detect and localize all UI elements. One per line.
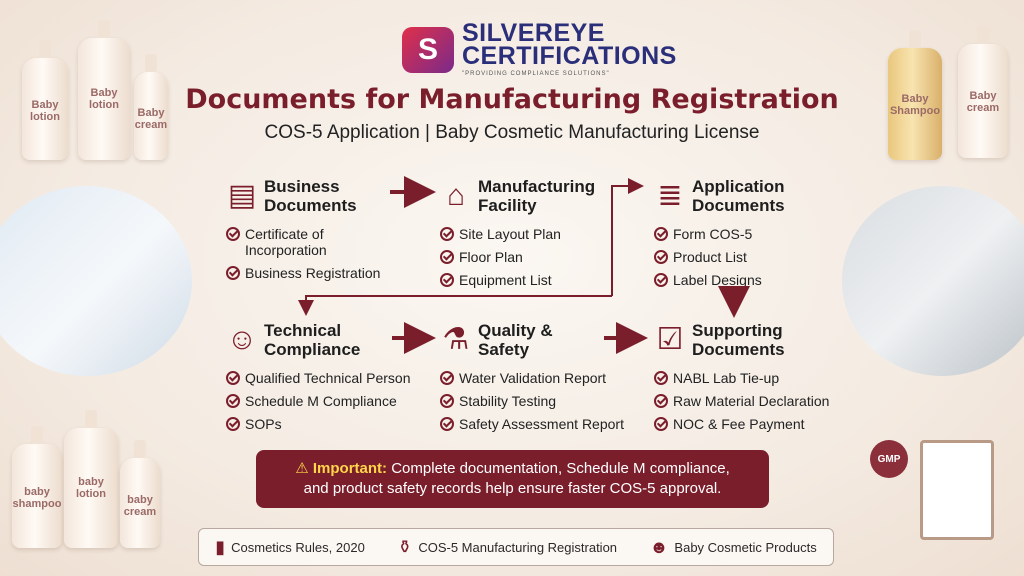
list-item: Product List [654, 249, 854, 265]
lab-scientist-image [0, 186, 192, 376]
check-icon [440, 250, 454, 264]
certificate-icon: ▤ [227, 179, 257, 212]
check-icon [226, 417, 240, 431]
warning-icon: ⚠ [295, 460, 309, 477]
check-icon [654, 417, 668, 431]
factory-production-image [842, 186, 1024, 376]
list-item: Site Layout Plan [440, 226, 640, 242]
clipboard-check-icon: ☑ [656, 323, 684, 356]
list-item: Water Validation Report [440, 370, 640, 386]
check-icon [654, 394, 668, 408]
check-icon [226, 227, 240, 241]
scientist-icon: ☺ [226, 323, 258, 356]
check-icon [440, 417, 454, 431]
baby-shampoo-bottle: Baby Shampoo [888, 30, 942, 160]
check-icon [226, 371, 240, 385]
list-item: Business Registration [226, 265, 426, 281]
list-item: NOC & Fee Payment [654, 416, 854, 432]
baby-cream-bottle: baby cream [120, 440, 160, 548]
gmp-badge: GMP [870, 440, 908, 478]
arrow-loop-icon [298, 295, 612, 316]
logo-name-line2: CERTIFICATIONS [462, 42, 677, 70]
check-icon [226, 266, 240, 280]
list-item: Form COS-5 [654, 226, 854, 242]
check-icon [654, 250, 668, 264]
check-icon [226, 394, 240, 408]
footer-item: ☻Baby Cosmetic Products [649, 536, 817, 557]
clipboard-image [920, 440, 994, 540]
check-icon [440, 394, 454, 408]
baby-lotion-bottle: baby lotion [64, 410, 118, 548]
list-item: Floor Plan [440, 249, 640, 265]
check-icon [440, 227, 454, 241]
page-subtitle: COS-5 Application | Baby Cosmetic Manufa… [264, 122, 760, 143]
check-icon [654, 273, 668, 287]
factory-icon: ⌂ [446, 179, 466, 212]
list-item: Raw Material Declaration [654, 393, 854, 409]
important-banner: ⚠ Important: Complete documentation, Sch… [256, 450, 769, 508]
check-icon [440, 273, 454, 287]
book-icon: ▮ [215, 536, 226, 557]
page-title: Documents for Manufacturing Registration [185, 84, 839, 115]
baby-icon: ☻ [649, 536, 669, 557]
list-item: Stability Testing [440, 393, 640, 409]
baby-lotion-bottle: Baby lotion [22, 40, 68, 160]
test-tube-icon: ⚗ [442, 323, 470, 356]
logo-tagline: "PROVIDING COMPLIANCE SOLUTIONS" [462, 71, 610, 77]
logo-name-line1: SILVEREYE [462, 19, 605, 47]
list-item: Equipment List [440, 272, 640, 288]
baby-shampoo-bottle: baby shampoo [12, 426, 62, 548]
list-item: Label Designs [654, 272, 854, 288]
company-logo: S SILVEREYE CERTIFICATIONS "PROVIDING CO… [402, 19, 677, 77]
logo-mark: S [402, 26, 454, 73]
list-item: Schedule M Compliance [226, 393, 426, 409]
document-icon: ≣ [657, 179, 683, 212]
baby-cream-bottle: Baby cream [958, 26, 1008, 158]
baby-lotion-bottle: Baby lotion [78, 20, 130, 160]
check-icon [654, 227, 668, 241]
arrow-up-right-icon [611, 178, 644, 296]
check-icon [440, 371, 454, 385]
list-item: Safety Assessment Report [440, 416, 640, 432]
bottle-icon: ⚱ [397, 536, 413, 557]
footer-bar: ▮Cosmetics Rules, 2020 ⚱COS-5 Manufactur… [198, 528, 834, 566]
list-item: NABL Lab Tie-up [654, 370, 854, 386]
footer-item: ⚱COS-5 Manufacturing Registration [397, 536, 618, 557]
section-quality-safety: ⚗ Quality &Safety Water Validation Repor… [440, 318, 640, 439]
list-item: Certificate of Incorporation [226, 226, 426, 258]
list-item: SOPs [226, 416, 426, 432]
footer-item: ▮Cosmetics Rules, 2020 [215, 536, 365, 557]
baby-cream-bottle: Baby cream [134, 54, 168, 160]
list-item: Qualified Technical Person [226, 370, 426, 386]
check-icon [654, 371, 668, 385]
